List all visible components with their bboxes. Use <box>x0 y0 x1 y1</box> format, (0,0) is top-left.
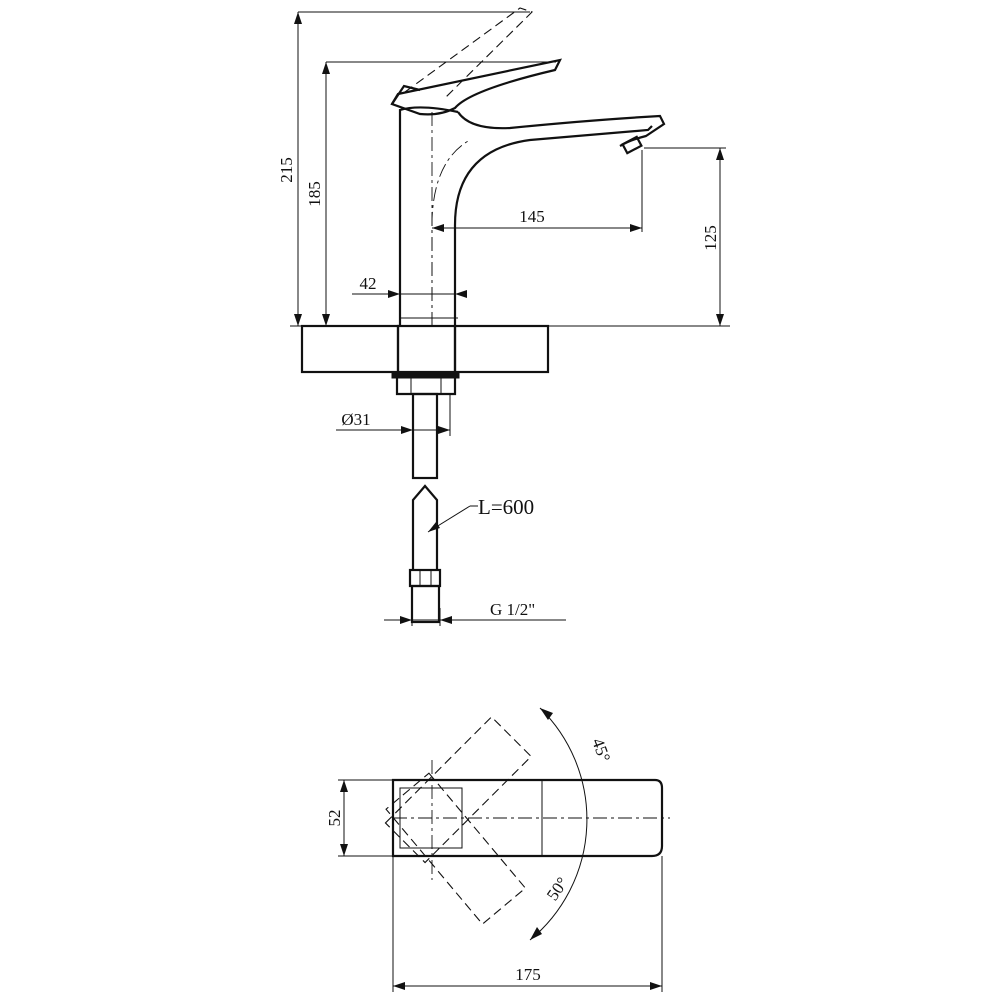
dimension-base-diameter: Ø31 <box>336 394 451 436</box>
threaded-shank <box>396 324 457 374</box>
lever-height-label: 185 <box>305 181 324 207</box>
side-view: 215 185 145 125 <box>277 7 730 626</box>
rotation-left-label: 45° <box>588 736 614 765</box>
top-depth-label: 52 <box>325 810 344 827</box>
rotation-right-label: 50° <box>543 874 572 904</box>
faucet-body <box>398 106 666 326</box>
dimension-lever-height: 185 <box>305 61 556 326</box>
spout-height-label: 125 <box>701 225 720 251</box>
hose-upper <box>411 392 439 480</box>
top-view: 45° 50° 52 175 <box>325 707 670 992</box>
dimension-total-height: 215 <box>277 11 530 326</box>
top-outline <box>391 760 670 880</box>
mounting-nut <box>391 371 460 396</box>
hose-length-label: L=600 <box>478 495 534 519</box>
hose-lower <box>411 484 439 570</box>
hose-fitting <box>408 568 442 624</box>
lever-rotated-right <box>385 772 527 925</box>
lever <box>390 7 563 116</box>
connection-thread-label: G 1/2" <box>490 600 535 619</box>
connection-thread-callout: G 1/2" <box>384 600 566 626</box>
total-length-label: 175 <box>515 965 541 984</box>
lever-rotated-left <box>384 716 532 864</box>
rotation-arc: 45° 50° <box>529 707 614 941</box>
hose-length-callout: L=600 <box>427 495 534 533</box>
spout-reach-label: 145 <box>519 207 545 226</box>
base-diameter-label: Ø31 <box>341 410 370 429</box>
total-height-label: 215 <box>277 157 296 183</box>
body-width-label: 42 <box>360 274 377 293</box>
dimension-spout-height: 125 <box>644 147 726 326</box>
countertop <box>290 324 730 374</box>
dimension-body-width: 42 <box>352 274 467 326</box>
dimension-spout-reach: 145 <box>432 150 643 232</box>
dimension-total-length: 175 <box>392 856 663 992</box>
dimension-top-depth: 52 <box>325 779 393 857</box>
